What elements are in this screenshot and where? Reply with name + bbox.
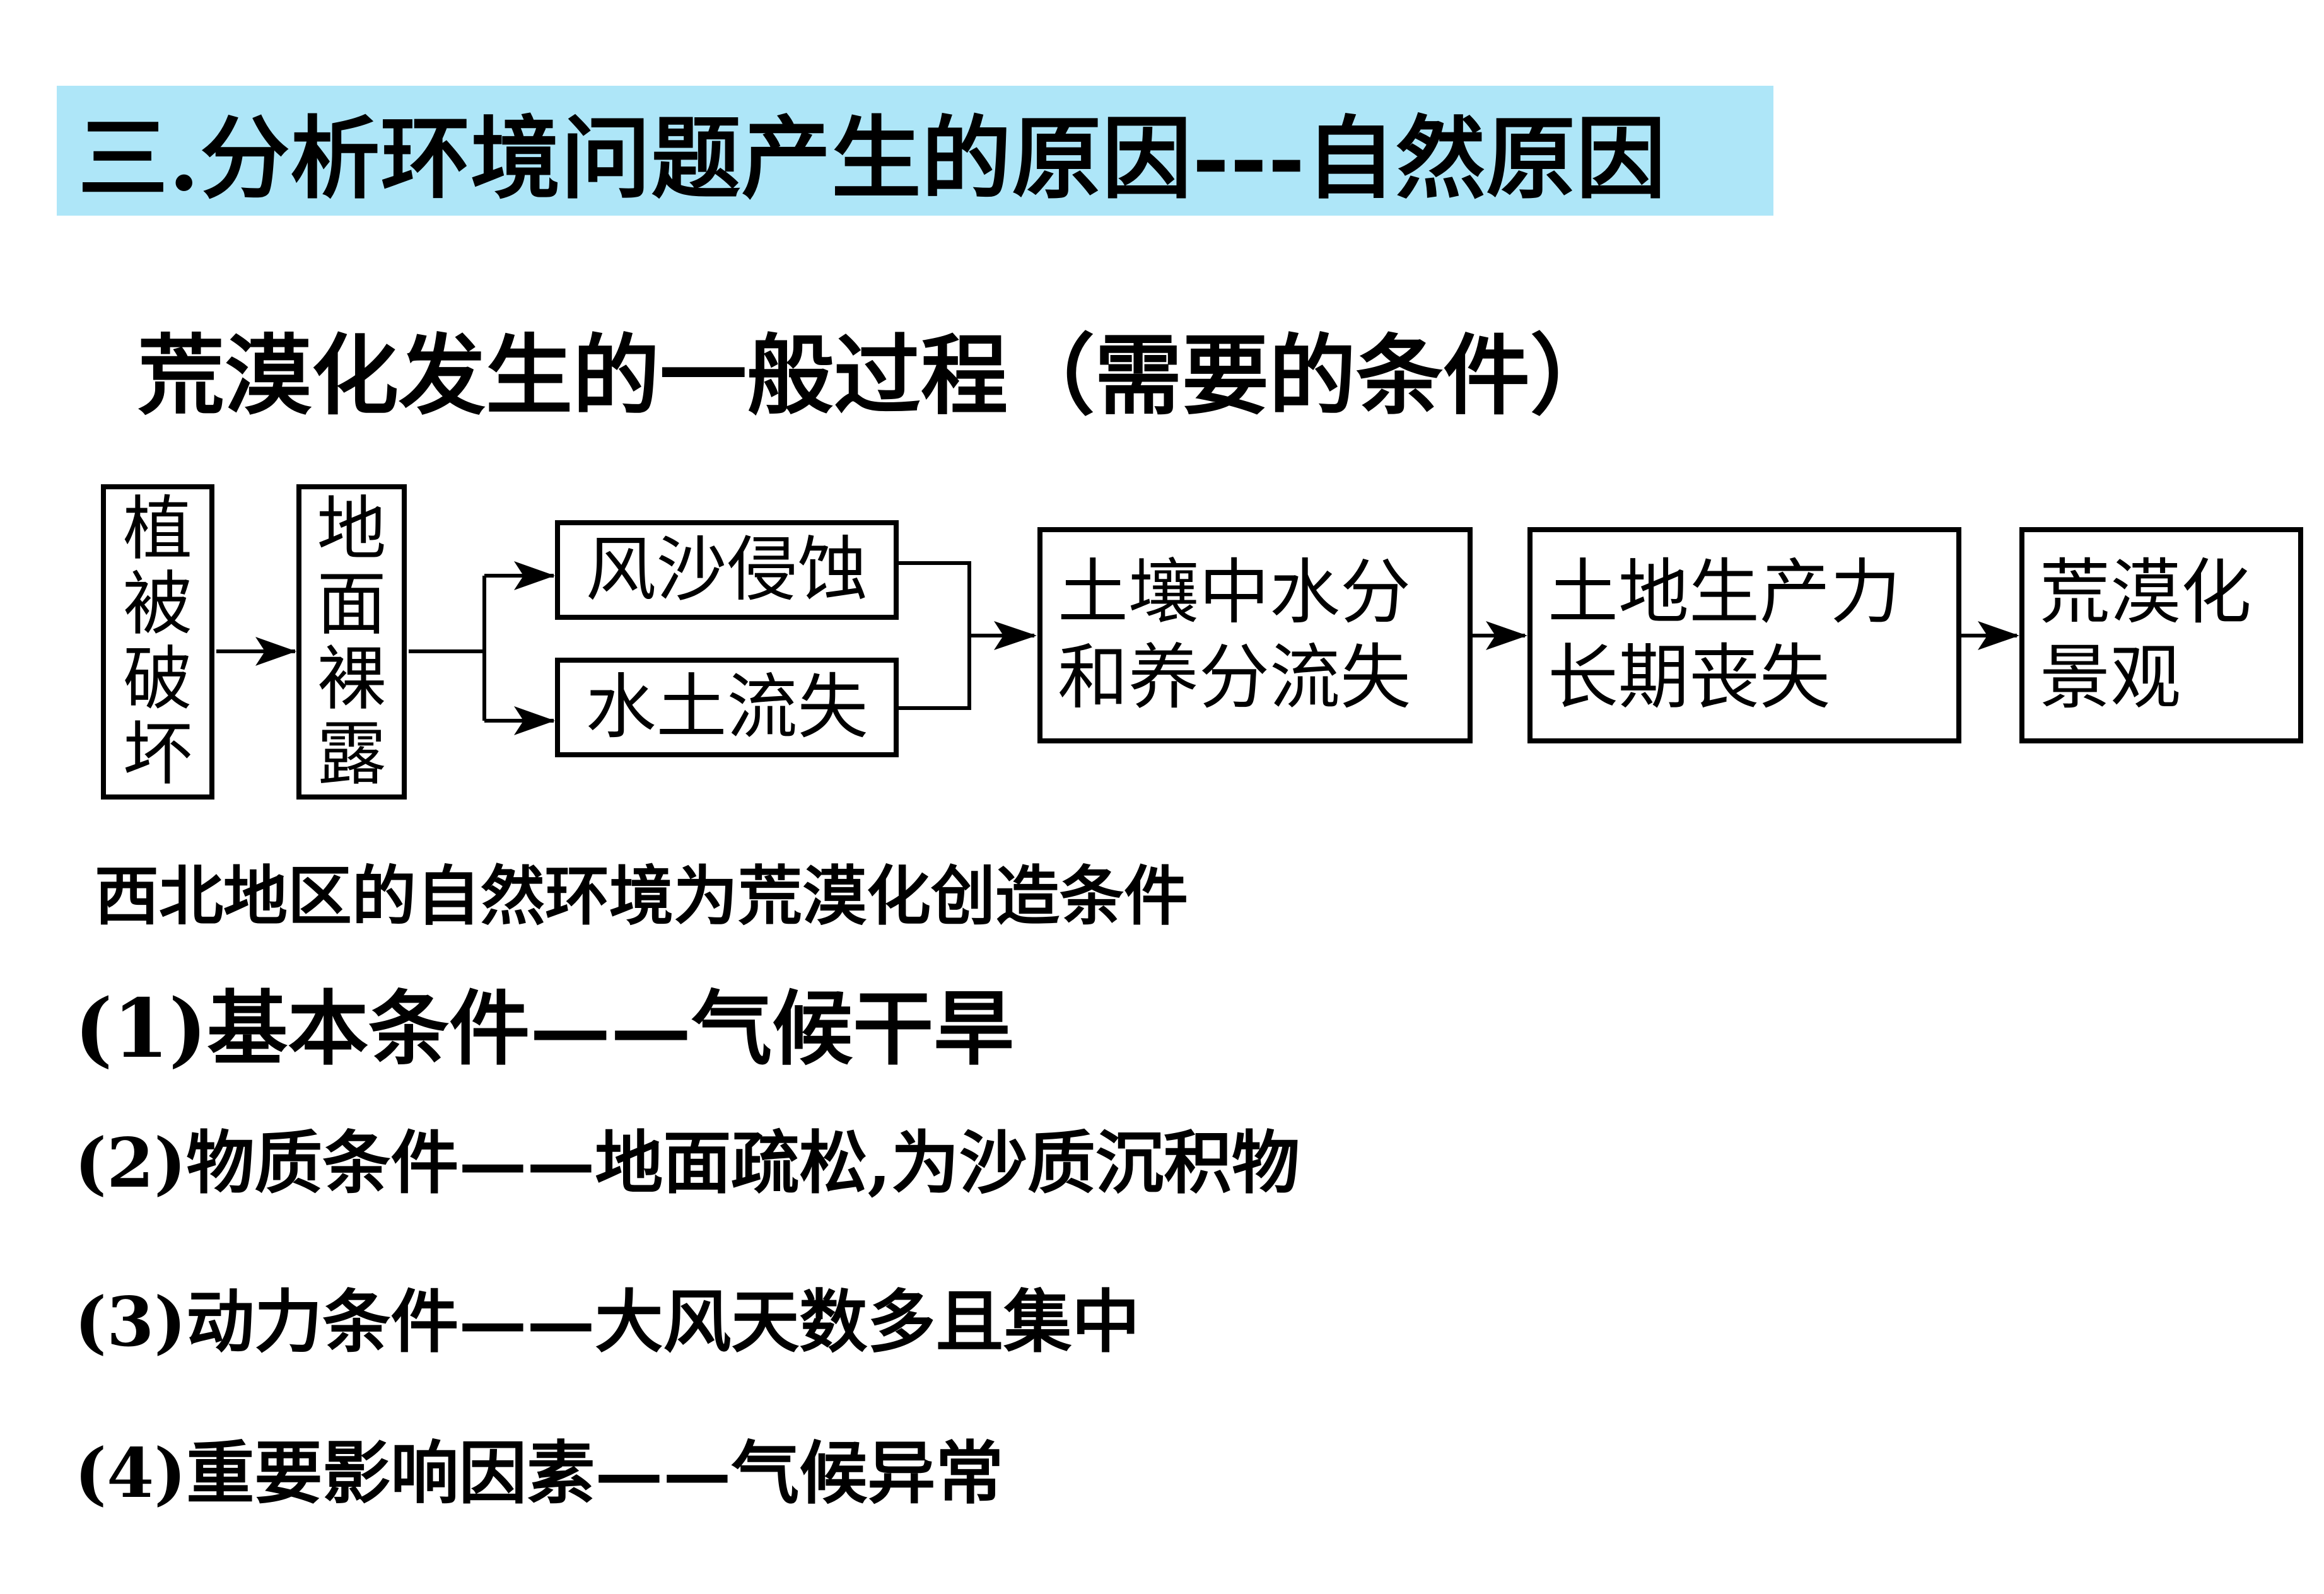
box6-line: 土地生产力 <box>1548 552 1901 634</box>
box7-line: 景观 <box>2040 636 2181 719</box>
condition-material: (2)物质条件——地面疏松,为沙质沉积物 <box>74 1124 1300 1203</box>
conditions-intro: 西北地区的自然环境为荒漠化创造条件 <box>95 859 1188 934</box>
condition-important-factor: (4)重要影响因素——气候异常 <box>74 1434 1004 1513</box>
arrowhead-merge-5 <box>994 621 1037 650</box>
flow-box-productivity-loss: 土地生产力 长期丧失 <box>1527 527 1961 743</box>
box2-char: 地 <box>317 489 387 570</box>
box5-line: 土壤中水分 <box>1058 552 1411 634</box>
box2-char: 面 <box>317 564 387 645</box>
flow-box-ground-exposed: 地 面 裸 露 <box>296 484 407 800</box>
box1-char: 破 <box>123 639 192 719</box>
flow-box-desert-landscape: 荒漠化 景观 <box>2019 527 2303 743</box>
box2-char: 露 <box>317 713 387 794</box>
arrowhead-1-2 <box>255 637 296 666</box>
arrowhead-5-6 <box>1486 621 1527 650</box>
box1-char: 坏 <box>123 713 192 794</box>
box1-char: 植 <box>123 489 192 570</box>
box2-char: 裸 <box>317 639 387 719</box>
title-bar: 三.分析环境问题产生的原因---自然原因 <box>57 86 1773 216</box>
box3-label: 风沙侵蚀 <box>585 528 868 611</box>
flow-box-soil-erosion: 水土流失 <box>555 658 899 757</box>
box5-line: 和养分流失 <box>1058 636 1411 719</box>
condition-basic: (1)基本条件——气候干旱 <box>74 982 1015 1076</box>
arrowhead-split-3 <box>514 561 555 590</box>
merge-line <box>898 561 971 710</box>
condition-dynamic: (3)动力条件——大风天数多且集中 <box>74 1283 1140 1362</box>
flow-box-wind-erosion: 风沙侵蚀 <box>555 520 899 620</box>
arrowhead-6-7 <box>1978 621 2019 650</box>
box4-label: 水土流失 <box>585 666 868 748</box>
flow-box-vegetation-destruction: 植 被 破 坏 <box>101 484 214 800</box>
diagram-subtitle: 荒漠化发生的一般过程（需要的条件） <box>137 324 1618 427</box>
page-title: 三.分析环境问题产生的原因---自然原因 <box>78 107 1667 211</box>
flow-box-water-nutrient-loss: 土壤中水分 和养分流失 <box>1037 527 1473 743</box>
box7-line: 荒漠化 <box>2040 552 2251 634</box>
arrowhead-split-4 <box>514 706 555 735</box>
box6-line: 长期丧失 <box>1548 636 1830 719</box>
box1-char: 被 <box>123 564 192 645</box>
